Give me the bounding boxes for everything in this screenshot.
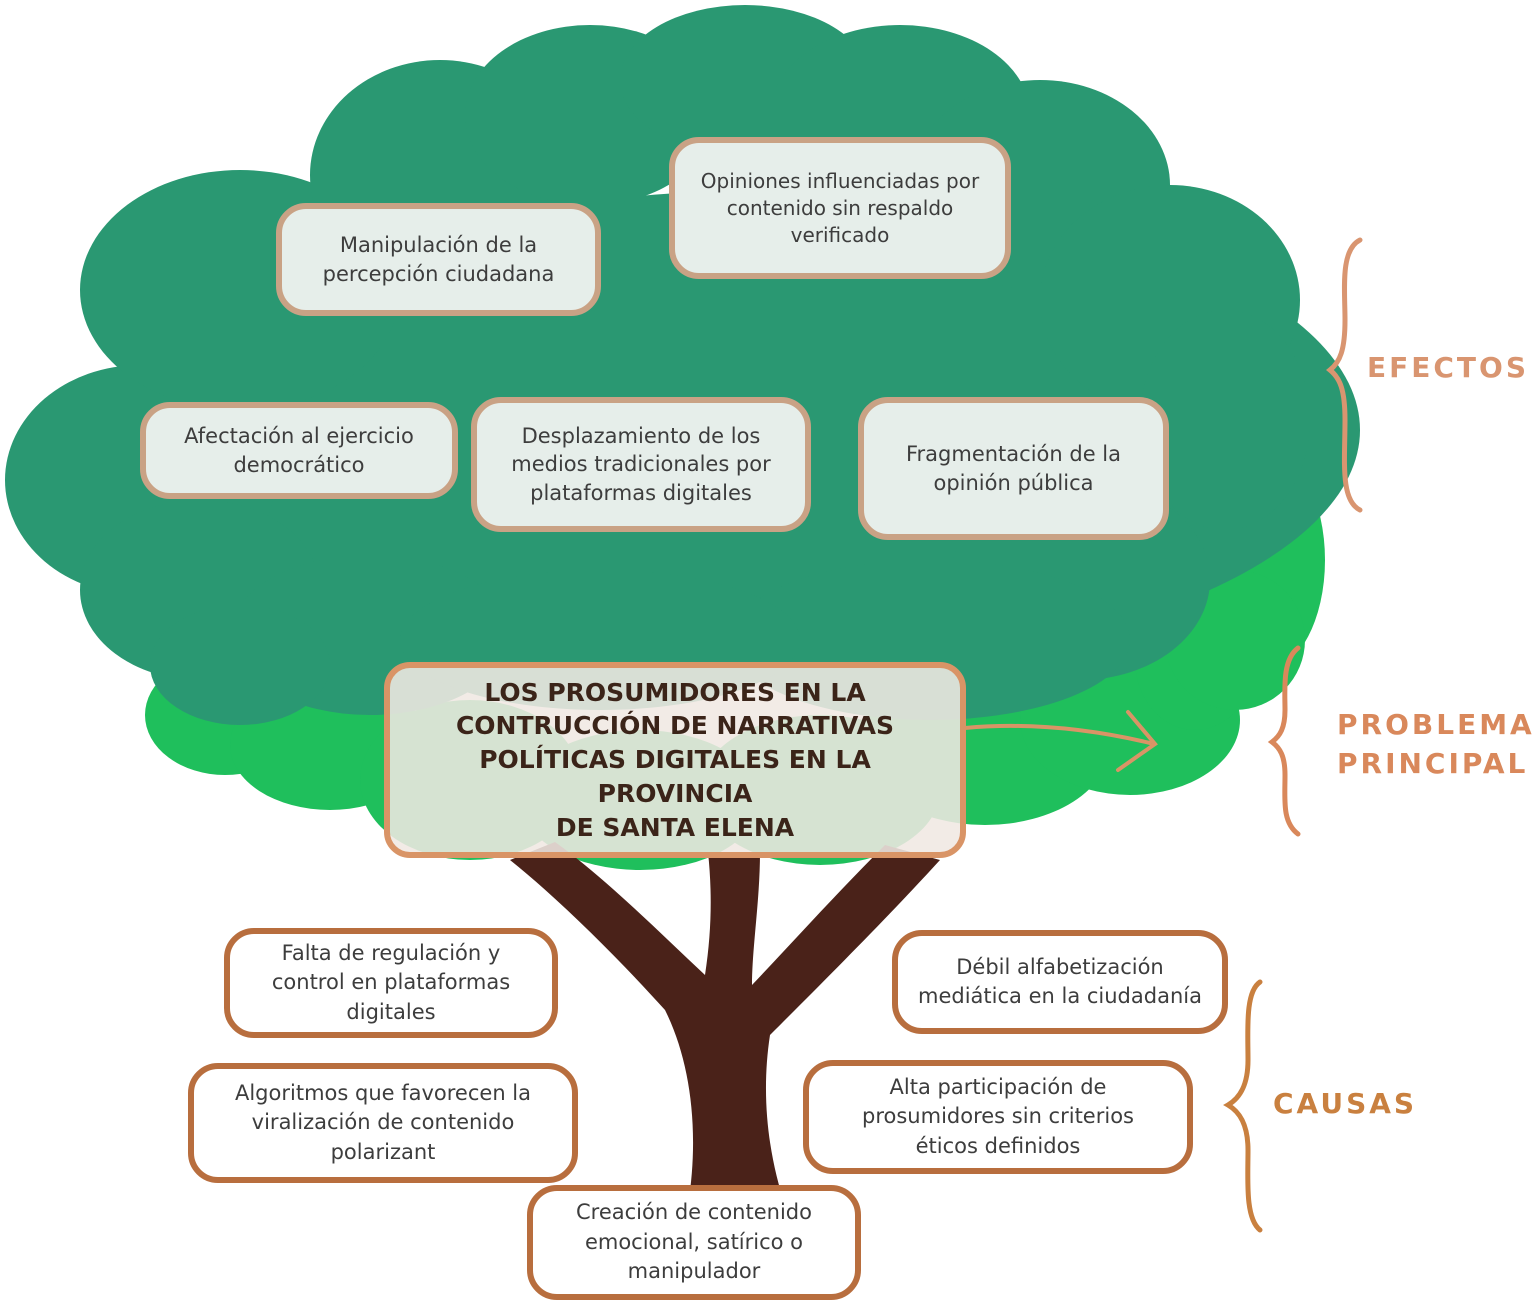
label-efectos: EFECTOS [1367,349,1529,388]
cause-text: emocional, satírico o [584,1229,804,1254]
label-causas-text: CAUSAS [1273,1087,1418,1120]
cause-text: polarizant [330,1139,436,1164]
canopy-dark-layer [5,5,1360,725]
cause-text: Falta de regulación y [281,940,501,965]
problem-text: DE SANTA ELENA [555,812,795,842]
brace-efectos [1326,237,1363,513]
main-problem-box: LOS PROSUMIDORES EN LA CONTRUCCIÓN DE NAR… [384,662,966,858]
label-problema-text: PROBLEMA [1337,708,1535,741]
effect-box: Fragmentación de la opinión pública [858,397,1169,540]
cause-text: Creación de contenido [576,1200,812,1225]
cause-box: Débil alfabetización mediática en la ciud… [892,930,1228,1034]
tree-trunk [510,842,940,1205]
problem-arrow [963,710,1158,772]
effect-text: opinión pública [933,470,1094,495]
effect-box: Afectación al ejercicio democrático [140,402,458,499]
label-causas: CAUSAS [1273,1085,1417,1124]
cause-box: Creación de contenido emocional, satírico… [527,1185,861,1300]
effect-text: percepción ciudadana [322,261,555,286]
cause-text: manipulador [627,1259,761,1284]
cause-text: éticos definidos [915,1133,1081,1158]
cause-text: viralización de contenido [251,1110,515,1135]
effect-text: Opiniones influenciadas por [700,168,980,193]
effect-text: democrático [233,452,365,477]
effect-text: plataformas digitales [530,480,752,505]
cause-text: prosumidores sin criterios [862,1104,1134,1129]
effect-text: Afectación al ejercicio [184,424,414,449]
effect-text: Fragmentación de la [905,442,1121,467]
cause-box: Algoritmos que favorecen la viralización … [188,1063,578,1183]
cause-text: mediática en la ciudadanía [918,984,1202,1008]
effect-text: medios tradicionales por [511,452,771,477]
problem-text: CONTRUCCIÓN DE NARRATIVAS [455,711,895,741]
label-efectos-text: EFECTOS [1367,351,1529,384]
cause-box: Alta participación de prosumidores sin cr… [803,1060,1193,1174]
problem-text: LOS PROSUMIDORES EN LA [484,677,866,707]
cause-text: Débil alfabetización [956,954,1164,979]
brace-causas [1223,979,1263,1233]
effect-box: Desplazamiento de los medios tradicionale… [471,397,811,532]
label-principal-text: PRINCIPAL [1337,746,1529,780]
effect-text: contenido sin respaldo [726,195,954,220]
effect-text: Desplazamiento de los [521,423,761,448]
effect-text: verificado [790,222,890,247]
effect-box: Manipulación de la percepción ciudadana [276,203,601,316]
cause-text: Alta participación de [889,1074,1107,1099]
problem-text: POLÍTICAS DIGITALES EN LA PROVINCIA [479,745,871,808]
brace-problema [1267,645,1301,837]
cause-text: digitales [346,999,436,1024]
label-problema-principal: PROBLEMA PRINCIPAL [1337,706,1535,783]
cause-text: Algoritmos que favorecen la [234,1080,532,1105]
cause-text: control en plataformas [271,970,511,995]
cause-box: Falta de regulación y control en platafor… [224,928,558,1038]
effect-text: Manipulación de la [339,233,538,258]
